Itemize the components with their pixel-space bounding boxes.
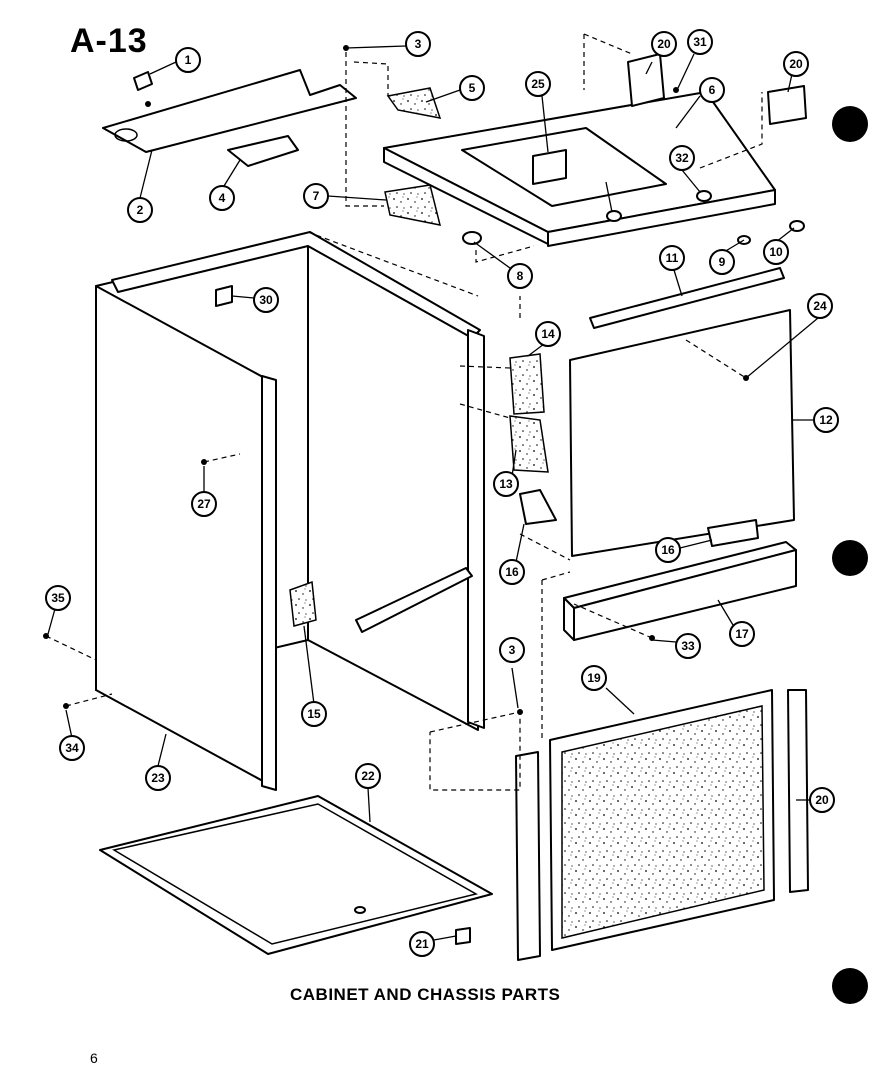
callout-8: 8 bbox=[507, 263, 533, 289]
callout-4: 4 bbox=[209, 185, 235, 211]
callout-label: 16 bbox=[505, 565, 519, 579]
callout-2: 2 bbox=[127, 197, 153, 223]
callout-label: 13 bbox=[499, 477, 513, 491]
callout-label: 32 bbox=[675, 151, 689, 165]
callout-24: 24 bbox=[807, 293, 833, 319]
callout-1: 1 bbox=[175, 47, 201, 73]
callout-label: 11 bbox=[666, 251, 679, 265]
callout-label: 35 bbox=[51, 591, 65, 605]
callout-label: 9 bbox=[719, 255, 726, 269]
callout-label: 10 bbox=[769, 245, 783, 259]
callout-27: 27 bbox=[191, 491, 217, 517]
callout-9: 9 bbox=[709, 249, 735, 275]
callout-label: 4 bbox=[219, 191, 226, 205]
callout-15: 15 bbox=[301, 701, 327, 727]
callout-label: 33 bbox=[681, 639, 695, 653]
callout-12: 12 bbox=[813, 407, 839, 433]
binder-hole-middle bbox=[832, 540, 868, 576]
page-number: 6 bbox=[90, 1050, 98, 1066]
callout-16-right: 16 bbox=[655, 537, 681, 563]
callout-label: 7 bbox=[313, 189, 320, 203]
binder-hole-top bbox=[832, 106, 868, 142]
callout-13: 13 bbox=[493, 471, 519, 497]
callout-14: 14 bbox=[535, 321, 561, 347]
callout-label: 25 bbox=[531, 77, 545, 91]
callout-label: 2 bbox=[137, 203, 144, 217]
callout-label: 21 bbox=[415, 937, 429, 951]
callout-label: 20 bbox=[657, 37, 671, 51]
callout-label: 1 bbox=[185, 53, 192, 67]
alignment-lines bbox=[45, 33, 763, 791]
front-panel-part bbox=[509, 267, 795, 557]
foam-pad-5 bbox=[386, 87, 442, 119]
callout-label: 16 bbox=[661, 543, 675, 557]
base-pan-part bbox=[99, 795, 493, 955]
callout-34: 34 bbox=[59, 735, 85, 761]
callout-31: 31 bbox=[687, 29, 713, 55]
callout-10: 10 bbox=[763, 239, 789, 265]
callout-22: 22 bbox=[355, 763, 381, 789]
callout-label: 8 bbox=[517, 269, 524, 283]
callout-33: 33 bbox=[675, 633, 701, 659]
callout-label: 12 bbox=[819, 413, 833, 427]
callout-label: 17 bbox=[735, 627, 749, 641]
diagram-caption: CABINET AND CHASSIS PARTS bbox=[290, 985, 561, 1004]
callout-35: 35 bbox=[45, 585, 71, 611]
callout-label: 20 bbox=[815, 793, 829, 807]
callout-32: 32 bbox=[669, 145, 695, 171]
callout-20-right-top: 20 bbox=[783, 51, 809, 77]
callout-label: 14 bbox=[541, 327, 555, 341]
callout-label: 22 bbox=[361, 769, 375, 783]
callout-20-channel: 20 bbox=[809, 787, 835, 813]
callout-label: 30 bbox=[259, 293, 273, 307]
binder-hole-bottom bbox=[832, 968, 868, 1004]
leader-lines bbox=[47, 45, 819, 941]
callout-21: 21 bbox=[409, 931, 435, 957]
callout-30: 30 bbox=[253, 287, 279, 313]
callout-20-top: 20 bbox=[651, 31, 677, 57]
callout-3-bottom: 3 bbox=[499, 637, 525, 663]
callout-11: 11 bbox=[659, 245, 685, 271]
callout-label: 19 bbox=[587, 671, 601, 685]
callout-label: 6 bbox=[709, 83, 716, 97]
callout-5: 5 bbox=[459, 75, 485, 101]
page-title: A-13 bbox=[70, 22, 148, 60]
bottom-rail-part bbox=[563, 541, 797, 641]
callout-17: 17 bbox=[729, 621, 755, 647]
cabinet-shell-part bbox=[95, 231, 485, 791]
callout-label: 15 bbox=[307, 707, 321, 721]
top-cover-part bbox=[383, 53, 807, 247]
callout-label: 34 bbox=[65, 741, 79, 755]
callout-7: 7 bbox=[303, 183, 329, 209]
filter-part bbox=[515, 689, 809, 961]
callout-label: 5 bbox=[469, 81, 476, 95]
callout-16-left: 16 bbox=[499, 559, 525, 585]
callout-25: 25 bbox=[525, 71, 551, 97]
callout-label: 3 bbox=[415, 37, 422, 51]
callout-label: 24 bbox=[813, 299, 827, 313]
callout-label: 20 bbox=[789, 57, 803, 71]
callout-label: 3 bbox=[509, 643, 516, 657]
top-bracket-part bbox=[102, 69, 357, 167]
foam-pad-7 bbox=[384, 184, 442, 226]
callout-23: 23 bbox=[145, 765, 171, 791]
callout-6: 6 bbox=[699, 77, 725, 103]
callout-label: 31 bbox=[693, 35, 707, 49]
callout-19: 19 bbox=[581, 665, 607, 691]
callout-label: 23 bbox=[151, 771, 165, 785]
callout-label: 27 bbox=[197, 497, 211, 511]
callout-3-top: 3 bbox=[405, 31, 431, 57]
